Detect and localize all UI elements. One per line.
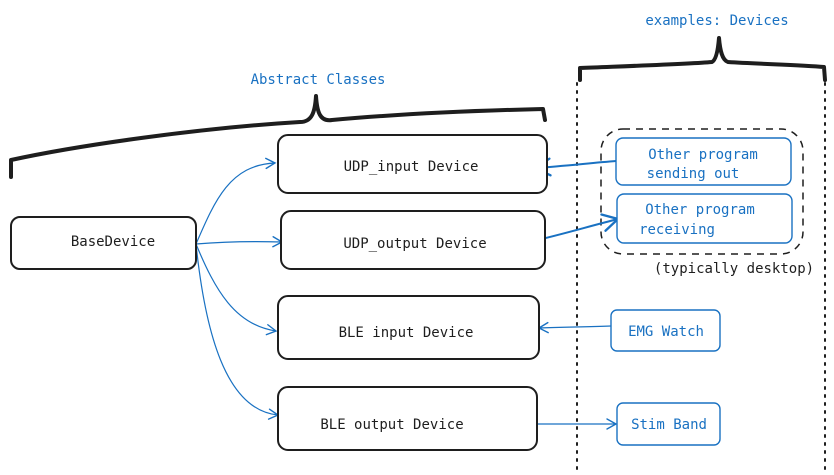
udp-input-device-node[interactable]: UDP_input Device — [277, 134, 548, 194]
desktop-group-box — [600, 128, 804, 255]
udp-output-device-node[interactable]: UDP_output Device — [280, 210, 546, 270]
other-program-sending-node[interactable]: Other program sending out — [615, 137, 792, 186]
arrow-base-to-udp-input — [195, 157, 277, 245]
other-sending-line2: sending out — [647, 166, 740, 182]
base-device-node[interactable]: BaseDevice — [10, 216, 197, 270]
abstract-classes-label: Abstract Classes — [251, 72, 386, 88]
stim-band-node[interactable]: Stim Band — [616, 402, 721, 446]
arrow-emg-watch-to-ble-input — [537, 321, 612, 334]
arrow-base-to-ble-input — [195, 243, 278, 336]
udp-output-device-label: UDP_output Device — [343, 236, 486, 252]
base-device-label: BaseDevice — [71, 234, 155, 250]
other-receiving-line2: receiving — [639, 222, 715, 238]
examples-devices-label: examples: Devices — [645, 13, 788, 29]
stim-band-label: Stim Band — [631, 417, 707, 433]
ble-output-device-label: BLE output Device — [320, 417, 463, 433]
other-sending-line1: Other program — [648, 147, 758, 163]
emg-watch-label: EMG Watch — [628, 324, 704, 340]
udp-input-device-label: UDP_input Device — [344, 159, 479, 175]
other-receiving-line1: Other program — [645, 202, 755, 218]
arrow-base-to-udp-output — [195, 236, 284, 248]
typically-desktop-label: (typically desktop) — [654, 261, 814, 277]
arrow-base-to-ble-output — [195, 243, 280, 420]
examples-brace — [578, 36, 827, 82]
emg-watch-node[interactable]: EMG Watch — [610, 309, 721, 352]
ble-input-device-node[interactable]: BLE input Device — [277, 295, 540, 360]
ble-input-device-label: BLE input Device — [339, 325, 474, 341]
ble-output-device-node[interactable]: BLE output Device — [277, 386, 538, 451]
abstract-classes-brace — [9, 94, 547, 179]
other-program-receiving-node[interactable]: Other program receiving — [616, 193, 793, 244]
